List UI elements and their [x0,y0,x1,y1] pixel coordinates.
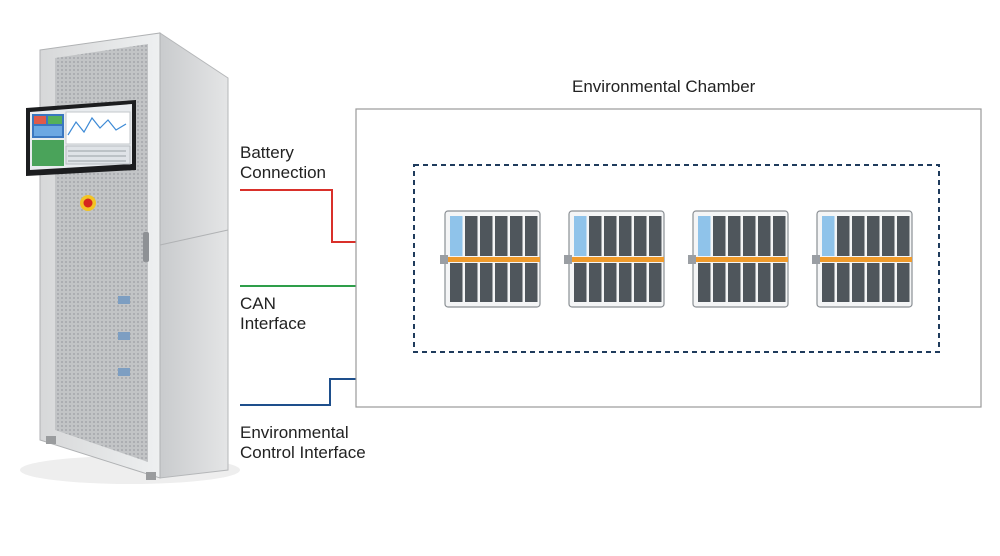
battery-cell [743,216,756,256]
battery-cell [604,216,617,256]
battery-cell [698,216,711,256]
battery-cell [728,263,741,302]
battery-cell [713,216,726,256]
battery-cell [465,263,478,302]
battery-module [440,210,541,308]
battery-cell [574,216,587,256]
battery-connection-line1: Battery [240,143,294,162]
busbar [815,257,912,262]
can-interface-line2: Interface [240,314,307,333]
terminal-connector [812,255,820,264]
battery-cell [773,216,786,256]
battery-cell [773,263,786,302]
env-control-interface-line1: Environmental [240,423,349,442]
battery-cell [897,263,910,302]
battery-module [564,210,665,308]
monitor [26,100,136,176]
battery-cell [897,216,910,256]
battery-cell [758,216,771,256]
terminal-connector [440,255,448,264]
battery-cell [882,263,895,302]
battery-enclosure-dashed [413,164,940,353]
busbar [443,257,540,262]
busbar [691,257,788,262]
battery-module [688,210,789,308]
battery-cell [822,216,835,256]
battery-cell [837,263,850,302]
battery-cell [728,216,741,256]
terminal-connector [688,255,696,264]
battery-cell [480,263,493,302]
battery-cell [649,216,662,256]
battery-cell [619,216,632,256]
battery-cell [510,263,523,302]
chamber-title: Environmental Chamber [572,77,756,96]
battery-cell [525,216,538,256]
battery-cell [837,216,850,256]
battery-cell [649,263,662,302]
battery-cell [495,216,508,256]
can-interface-line1: CAN [240,294,276,313]
battery-cell [634,216,647,256]
battery-cell [510,216,523,256]
battery-cell [450,216,463,256]
battery-cell [758,263,771,302]
battery-cell [604,263,617,302]
busbar [567,257,664,262]
battery-cell [525,263,538,302]
battery-connection-line2: Connection [240,163,327,182]
battery-cell [852,263,865,302]
battery-cell [450,263,463,302]
test-system-cabinet [20,32,240,484]
battery-connection-label: Battery Connection [240,143,326,183]
battery-cell [698,263,711,302]
battery-cell [589,216,602,256]
battery-cell [634,263,647,302]
battery-cell [852,216,865,256]
battery-module [812,210,913,308]
battery-cell [495,263,508,302]
env-control-interface-label: Environmental Control Interface [240,423,366,463]
can-interface-label: CAN Interface [240,294,306,334]
env-control-interface-line2: Control Interface [240,443,366,462]
battery-cell [867,263,880,302]
battery-cell [589,263,602,302]
battery-cell [743,263,756,302]
terminal-connector [564,255,572,264]
battery-cell [619,263,632,302]
battery-cell [713,263,726,302]
battery-cell [822,263,835,302]
battery-cell [480,216,493,256]
battery-cell [465,216,478,256]
battery-cell [867,216,880,256]
battery-cell [574,263,587,302]
environmental-control-line [240,378,356,406]
battery-cell [882,216,895,256]
battery-modules [440,210,913,308]
